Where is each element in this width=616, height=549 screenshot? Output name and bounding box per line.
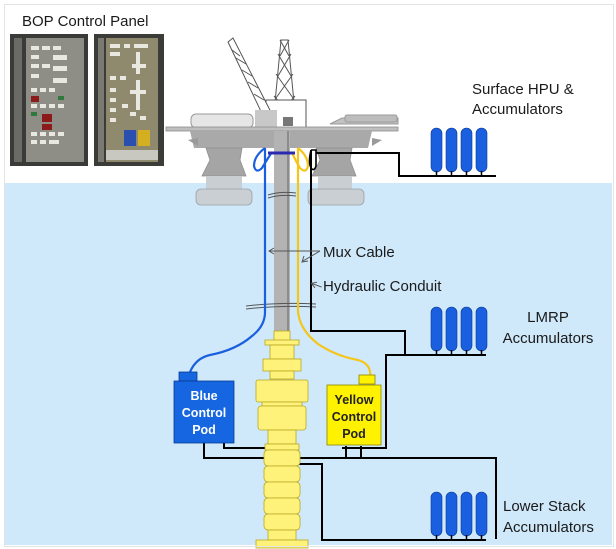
rig-drill-floor-house [283,117,293,126]
yellow-pod-label-line1: Yellow [335,393,374,407]
accumulator-bottle [475,491,488,537]
lower-stack-label-line1: Lower Stack [503,498,586,515]
surface-hpu-accumulators [429,127,488,177]
accumulator-bottle [460,127,473,173]
blue-mux-cable [188,148,267,373]
surface-hpu-label-line2: Accumulators [472,101,563,118]
accumulator-bottle [430,127,443,173]
blue-pod-line-b [203,442,266,459]
sea-background [4,183,612,545]
lmrp-label-line1: LMRP [527,309,569,326]
yellow-pod-label-line2: Control [332,410,376,424]
accumulator-bottle [475,306,488,352]
lmrp-label-line2: Accumulators [503,330,594,347]
lower-stack-accumulators [429,491,488,541]
hydraulic-conduit-pointer [310,281,322,289]
yellow-mux-cable [296,148,372,379]
mux-cable-pointers [268,247,321,263]
bop-stack [255,330,309,549]
rig-crane [227,37,275,123]
semi-submersible-platform [165,113,399,206]
lower-stack-label-line2: Accumulators [503,519,594,536]
blue-control-pod: Blue Control Pod [173,371,235,444]
accumulator-bottle [445,127,458,173]
accumulator-bottle [430,491,443,537]
blue-pod-label-line3: Pod [192,423,216,437]
rig-crane-base [255,110,277,128]
riser-pipe [274,131,290,331]
lower-stack-supply-line [298,463,486,541]
hydraulic-conduit-label: Hydraulic Conduit [323,278,442,295]
yellow-control-pod: Yellow Control Pod [326,374,382,446]
lower-stack-main-line [300,457,497,539]
blue-cable-coil [252,147,273,172]
surface-hpu-label-line1: Surface HPU & [472,81,574,98]
bop-control-panel-photo-left [10,34,88,166]
mux-cable-label: Mux Cable [323,244,395,261]
accumulator-bottle [430,306,443,352]
lmrp-accumulators [429,306,488,356]
accumulator-bottle [460,491,473,537]
hydraulic-conduit-line [310,150,406,355]
hydraulic-conduit-loop [308,149,317,171]
blue-pod-label-line1: Blue [190,389,217,403]
bop-control-panel-title: BOP Control Panel [22,13,148,30]
accumulator-bottle [445,491,458,537]
accumulator-bottle [445,306,458,352]
bop-control-panel-photo-right [94,34,164,166]
yellow-cable-coil [290,147,310,172]
cable-break-marks [245,191,317,310]
yellow-pod-label-line3: Pod [342,427,366,441]
accumulator-bottle [475,127,488,173]
blue-pod-label-line2: Control [182,406,226,420]
accumulator-bottle [460,306,473,352]
